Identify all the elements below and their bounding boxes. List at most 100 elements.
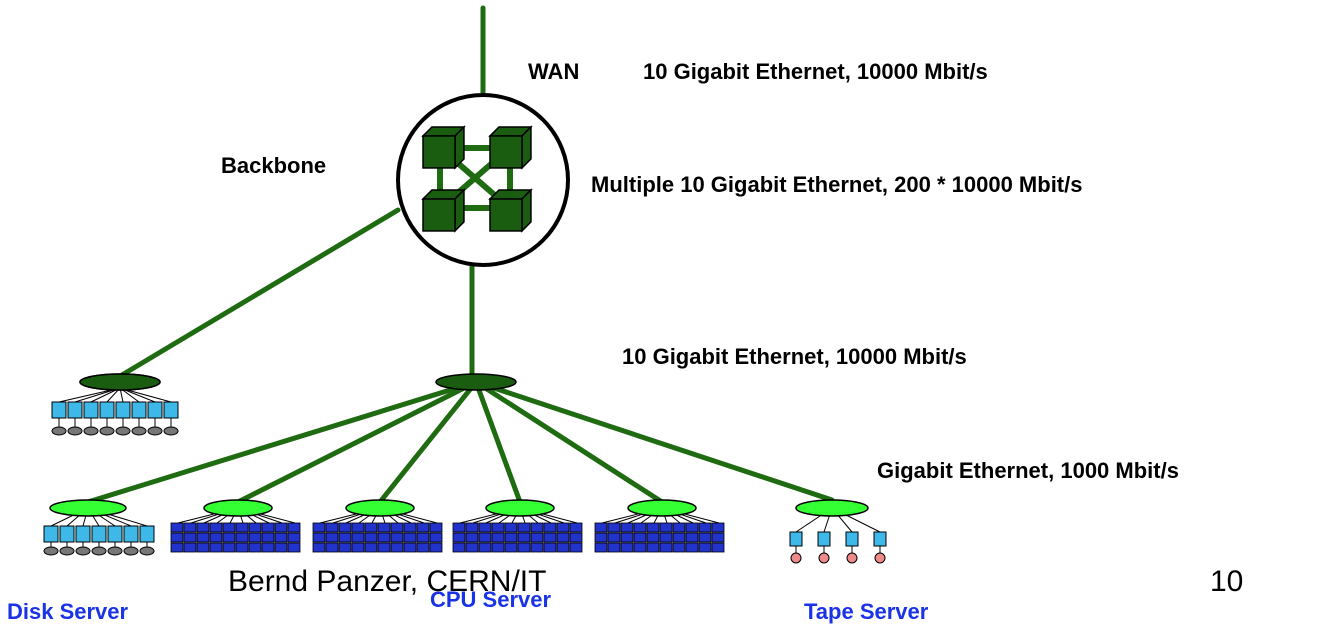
cpu-node (478, 532, 492, 543)
cpu-node (556, 542, 570, 553)
server-node (67, 401, 83, 419)
tape-server-label: Tape Server (804, 599, 929, 624)
cpu-server-cluster-3 (452, 499, 583, 553)
cpu-node (478, 542, 492, 553)
wan-label: WAN (528, 59, 580, 84)
distribution-switch (435, 373, 517, 391)
tape-drive-icon (846, 552, 858, 564)
cpu-node (478, 522, 492, 533)
cpu-node (543, 542, 557, 553)
cpu-node (504, 522, 518, 533)
cpu-node (711, 542, 725, 553)
access-link-label: Gigabit Ethernet, 1000 Mbit/s (877, 458, 1179, 483)
cpu-node (390, 522, 404, 533)
cpu-node (556, 522, 570, 533)
footer-page-number: 10 (1210, 565, 1244, 598)
disk-icon (163, 426, 179, 436)
cpu-node (312, 542, 326, 553)
cpu-node (377, 542, 391, 553)
disk-icon (59, 546, 75, 556)
cpu-node (556, 532, 570, 543)
cpu-node (222, 542, 236, 553)
cpu-node (429, 532, 443, 543)
cpu-node (569, 522, 583, 533)
cpu-node (170, 542, 184, 553)
tape-drive-icon (874, 552, 886, 564)
cpu-node (530, 522, 544, 533)
cpu-node (196, 532, 210, 543)
disk-server-cluster (43, 499, 155, 556)
disk-icon (139, 546, 155, 556)
cpu-node (659, 522, 673, 533)
distribution-link-label: 10 Gigabit Ethernet, 10000 Mbit/s (622, 344, 967, 369)
access-switch (795, 499, 869, 517)
cpu-node (685, 522, 699, 533)
cpu-node (698, 532, 712, 543)
disk-icon (107, 546, 123, 556)
cpu-node (620, 522, 634, 533)
cpu-node (491, 532, 505, 543)
access-switch (345, 499, 415, 517)
cpu-node (416, 542, 430, 553)
cpu-node (287, 522, 301, 533)
server-node (845, 531, 859, 547)
disk-access-link (85, 379, 479, 505)
cpu-node (429, 542, 443, 553)
disk-icon (83, 426, 99, 436)
disk-server-label: Disk Server (7, 599, 129, 624)
cpu-node (607, 522, 621, 533)
cpu-node (672, 542, 686, 553)
cpu-access-link-4 (473, 379, 665, 505)
cpu-node (235, 532, 249, 543)
cpu-node (672, 532, 686, 543)
disk-icon (123, 546, 139, 556)
disk-icon (99, 426, 115, 436)
footer-author: Bernd Panzer, CERN/IT (228, 565, 547, 598)
cpu-node (465, 532, 479, 543)
switch-layer (79, 93, 570, 391)
server-node (139, 525, 155, 543)
cpu-node (698, 542, 712, 553)
cpu-node (403, 522, 417, 533)
cpu-node (569, 532, 583, 543)
cpu-node (403, 532, 417, 543)
server-node (115, 401, 131, 419)
cpu-node (594, 522, 608, 533)
server-node (59, 525, 75, 543)
cpu-node (685, 532, 699, 543)
disk-uplink-link (119, 207, 401, 378)
switch-module-cube (488, 188, 533, 233)
cpu-node (390, 532, 404, 543)
cpu-node (209, 522, 223, 533)
cpu-node (517, 532, 531, 543)
switch-module-cube (421, 188, 466, 233)
cpu-node (325, 522, 339, 533)
cpu-node (261, 542, 275, 553)
cpu-node (685, 542, 699, 553)
cpu-node (633, 532, 647, 543)
cpu-server-label: CPU Server (430, 587, 552, 612)
cpu-node (659, 532, 673, 543)
cpu-access-link-3 (473, 379, 523, 505)
switch-module-cube (421, 125, 466, 170)
cpu-node (248, 522, 262, 533)
tape-drive-icon (818, 552, 830, 564)
network-links (85, 5, 835, 505)
cpu-node (364, 532, 378, 543)
cpu-node (183, 522, 197, 533)
server-node (75, 525, 91, 543)
cpu-node (646, 522, 660, 533)
server-node (817, 531, 831, 547)
disk-icon (147, 426, 163, 436)
server-node (163, 401, 179, 419)
cpu-node (711, 532, 725, 543)
server-node (131, 401, 147, 419)
cpu-node (351, 532, 365, 543)
cpu-node (659, 542, 673, 553)
disk-icon (75, 546, 91, 556)
cpu-node (377, 522, 391, 533)
cpu-node (530, 532, 544, 543)
cpu-node (274, 532, 288, 543)
server-node (99, 401, 115, 419)
cpu-access-link-2 (377, 379, 479, 505)
